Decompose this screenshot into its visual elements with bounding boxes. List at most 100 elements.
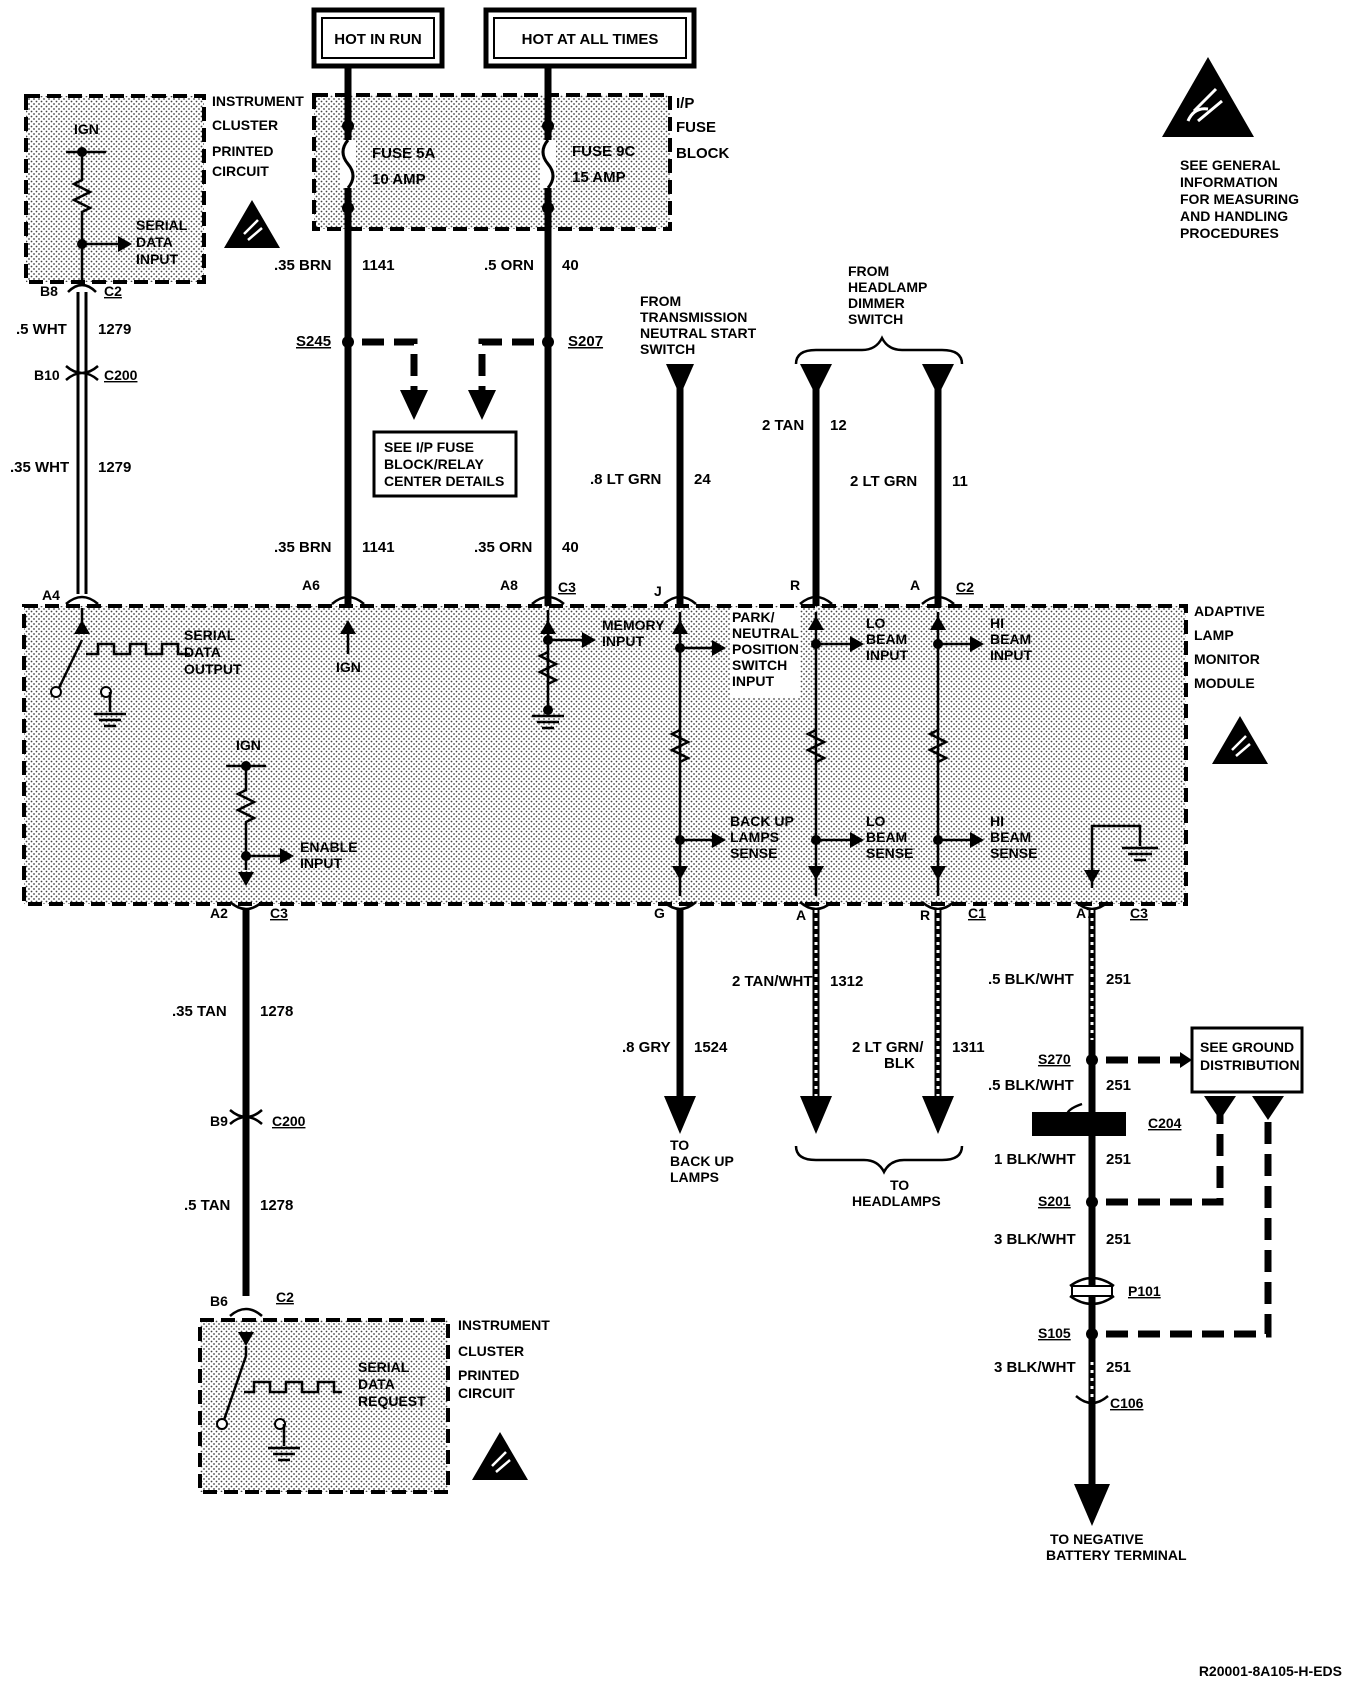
- instrument-cluster-bottom: [198, 1318, 450, 1494]
- svg-text:HI: HI: [990, 813, 1004, 829]
- svg-text:INFORMATION: INFORMATION: [1180, 174, 1278, 190]
- svg-text:1 BLK/WHT: 1 BLK/WHT: [994, 1151, 1076, 1168]
- svg-text:C200: C200: [104, 367, 138, 383]
- svg-text:A6: A6: [302, 577, 320, 593]
- svg-text:INPUT: INPUT: [866, 647, 908, 663]
- svg-text:12: 12: [830, 417, 847, 434]
- arrow-down-icon: [922, 1096, 954, 1134]
- svg-text:.5 TAN: .5 TAN: [184, 1197, 230, 1214]
- svg-text:BATTERY TERMINAL: BATTERY TERMINAL: [1046, 1547, 1187, 1563]
- svg-text:251: 251: [1106, 1231, 1131, 1248]
- svg-text:LAMP: LAMP: [1194, 627, 1234, 643]
- svg-text:MEMORY: MEMORY: [602, 617, 665, 633]
- esd-warning-icon: [222, 198, 282, 250]
- svg-text:R: R: [790, 577, 800, 593]
- svg-text:C2: C2: [956, 579, 974, 595]
- svg-text:FUSE: FUSE: [676, 119, 716, 136]
- arrow-down-icon: [400, 390, 428, 420]
- svg-text:SEE I/P FUSE: SEE I/P FUSE: [384, 439, 474, 455]
- splice-s201: [1086, 1196, 1098, 1208]
- svg-text:10 AMP: 10 AMP: [372, 171, 426, 188]
- svg-text:SWITCH: SWITCH: [732, 657, 787, 673]
- svg-text:S270: S270: [1038, 1051, 1071, 1067]
- svg-text:BEAM: BEAM: [990, 631, 1031, 647]
- svg-text:2 TAN: 2 TAN: [762, 417, 804, 434]
- instrument-cluster-top: [24, 94, 206, 284]
- svg-text:DATA: DATA: [136, 234, 173, 250]
- svg-text:1279: 1279: [98, 321, 131, 338]
- wire-40-gauge-a: .5 ORN: [484, 257, 534, 274]
- svg-text:A: A: [796, 907, 806, 923]
- svg-text:BEAM: BEAM: [990, 829, 1031, 845]
- svg-text:.8 LT GRN: .8 LT GRN: [590, 471, 661, 488]
- svg-text:BACK UP: BACK UP: [730, 813, 794, 829]
- svg-text:ADAPTIVE: ADAPTIVE: [1194, 603, 1265, 619]
- fuse-5a: FUSE 5A 10 AMP: [340, 120, 436, 214]
- svg-text:FROM: FROM: [848, 263, 889, 279]
- svg-text:PRINTED: PRINTED: [212, 143, 273, 159]
- connector-c204: [1032, 1112, 1126, 1136]
- esd-warning-icon: [1160, 55, 1256, 139]
- svg-text:HEADLAMP: HEADLAMP: [848, 279, 927, 295]
- svg-text:S105: S105: [1038, 1325, 1071, 1341]
- svg-text:BLK: BLK: [884, 1055, 915, 1072]
- svg-text:1524: 1524: [694, 1039, 728, 1056]
- svg-text:LO: LO: [866, 813, 886, 829]
- hot-at-all-times-box: HOT AT ALL TIMES: [483, 7, 697, 69]
- esd-warning-icon: [1210, 714, 1270, 766]
- adaptive-lamp-monitor-module: [22, 604, 1188, 906]
- fuse-block-label: I/P FUSE BLOCK: [676, 95, 729, 162]
- svg-text:INPUT: INPUT: [602, 633, 644, 649]
- svg-text:INPUT: INPUT: [732, 673, 774, 689]
- svg-text:CIRCUIT: CIRCUIT: [458, 1385, 515, 1401]
- svg-text:I/P: I/P: [676, 95, 694, 112]
- svg-text:INPUT: INPUT: [136, 251, 178, 267]
- svg-text:1278: 1278: [260, 1197, 293, 1214]
- svg-text:INPUT: INPUT: [990, 647, 1032, 663]
- svg-text:FOR MEASURING: FOR MEASURING: [1180, 191, 1299, 207]
- svg-text:3 BLK/WHT: 3 BLK/WHT: [994, 1231, 1076, 1248]
- svg-text:.35 ORN: .35 ORN: [474, 539, 532, 556]
- svg-text:B10: B10: [34, 367, 60, 383]
- svg-text:B6: B6: [210, 1293, 228, 1309]
- svg-text:S207: S207: [568, 333, 603, 350]
- svg-text:CLUSTER: CLUSTER: [458, 1343, 524, 1359]
- svg-text:1141: 1141: [362, 539, 395, 556]
- svg-text:FUSE 5A: FUSE 5A: [372, 145, 436, 162]
- svg-text:HI: HI: [990, 615, 1004, 631]
- svg-text:B9: B9: [210, 1113, 228, 1129]
- svg-text:11: 11: [952, 473, 968, 490]
- fuse-9c: FUSE 9C 15 AMP: [540, 120, 636, 214]
- svg-text:SERIAL: SERIAL: [184, 627, 236, 643]
- svg-text:C1: C1: [968, 905, 986, 921]
- svg-text:251: 251: [1106, 1359, 1131, 1376]
- svg-text:TO: TO: [670, 1137, 689, 1153]
- svg-text:PROCEDURES: PROCEDURES: [1180, 225, 1279, 241]
- svg-text:.35 TAN: .35 TAN: [172, 1003, 227, 1020]
- svg-text:IGN: IGN: [236, 737, 261, 753]
- svg-text:1311: 1311: [952, 1039, 985, 1056]
- svg-text:2 LT GRN: 2 LT GRN: [850, 473, 917, 490]
- svg-text:BLOCK: BLOCK: [676, 145, 729, 162]
- see-ip-fuse-block-note: SEE I/P FUSE BLOCK/RELAY CENTER DETAILS: [372, 430, 518, 498]
- svg-text:R: R: [920, 907, 930, 923]
- backup-lamps-destination: TO BACK UP LAMPS: [670, 1137, 734, 1185]
- wire-1141-gauge-a: .35 BRN: [274, 257, 332, 274]
- svg-text:MONITOR: MONITOR: [1194, 651, 1260, 667]
- svg-text:C2: C2: [276, 1289, 294, 1305]
- svg-text:SEE GENERAL: SEE GENERAL: [1180, 157, 1281, 173]
- svg-text:S201: S201: [1038, 1193, 1071, 1209]
- svg-text:C200: C200: [272, 1113, 306, 1129]
- svg-text:DATA: DATA: [358, 1376, 395, 1392]
- see-ground-distribution-note: SEE GROUND DISTRIBUTION: [1190, 1026, 1304, 1094]
- svg-text:A4: A4: [42, 587, 60, 603]
- svg-text:REQUEST: REQUEST: [358, 1393, 426, 1409]
- wire-1141-circuit-a: 1141: [362, 257, 395, 274]
- svg-text:LAMPS: LAMPS: [730, 829, 779, 845]
- dash-s245: [362, 338, 418, 390]
- svg-text:FROM: FROM: [640, 293, 681, 309]
- svg-text:.5 BLK/WHT: .5 BLK/WHT: [988, 1077, 1074, 1094]
- svg-text:2 LT GRN/: 2 LT GRN/: [852, 1039, 924, 1056]
- cluster-bottom-label: INSTRUMENT CLUSTER PRINTED CIRCUIT: [458, 1317, 550, 1401]
